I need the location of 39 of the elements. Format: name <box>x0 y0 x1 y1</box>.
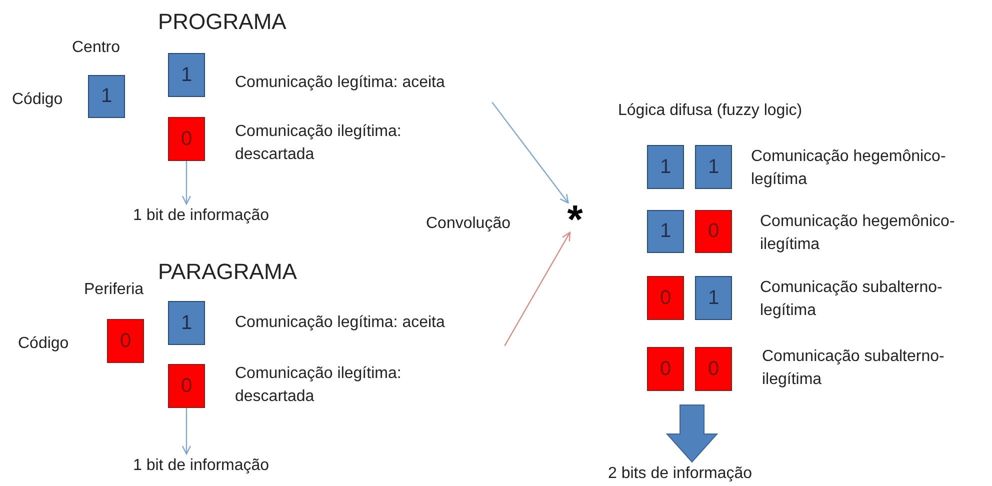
bit-square: 1 <box>695 276 732 320</box>
statement-text: 2 bits de informação <box>608 462 798 485</box>
arrow <box>182 161 192 205</box>
bit-square: 1 <box>168 53 205 97</box>
label-text: Centro <box>72 38 122 58</box>
bit-square: 0 <box>168 117 205 161</box>
heading-text: PARAGRAMA <box>158 258 298 286</box>
statement-text: Comunicação legítima: aceita <box>235 311 487 335</box>
bit-square: 0 <box>647 347 684 391</box>
bit-square: 0 <box>647 276 684 320</box>
bit-square: 1 <box>647 145 684 189</box>
statement-text: 1 bit de informação <box>133 454 313 477</box>
bit-square: 1 <box>647 210 684 253</box>
label-text: Comunicação ilegítima: descartada <box>235 364 402 408</box>
bit-square: 0 <box>695 210 732 253</box>
label-text: Comunicação hegemônico-legítima <box>751 147 947 190</box>
convolution-symbol: * <box>558 200 592 236</box>
statement-text: 1 bit de informação <box>133 204 313 227</box>
heading-text: PROGRAMA <box>158 8 288 36</box>
label-text: Comunicação subalterno-ilegítima <box>762 347 946 390</box>
label-text: Comunicação hegemônico-ilegítima <box>760 212 956 256</box>
bit-square: 1 <box>168 301 205 345</box>
label-text: Convolução <box>426 214 512 234</box>
label-text: Código <box>12 90 64 110</box>
bit-square: 1 <box>695 145 732 189</box>
bit-square: 0 <box>107 319 144 363</box>
label-text: Comunicação ilegítima: descartada <box>235 122 402 166</box>
bit-square: 0 <box>168 364 205 408</box>
label-text: Comunicação subalterno-legítima <box>760 278 944 322</box>
bit-square: 0 <box>695 347 732 391</box>
bit-square: 1 <box>88 75 125 118</box>
arrow <box>182 408 192 455</box>
statement-text: Comunicação legítima: aceita <box>235 71 487 95</box>
arrow <box>504 232 570 346</box>
block-arrow <box>666 404 718 463</box>
label-text: Código <box>18 334 70 354</box>
label-text: Periferia <box>84 280 145 300</box>
label-text: Lógica difusa (fuzzy logic) <box>618 101 804 121</box>
arrow <box>492 102 569 204</box>
